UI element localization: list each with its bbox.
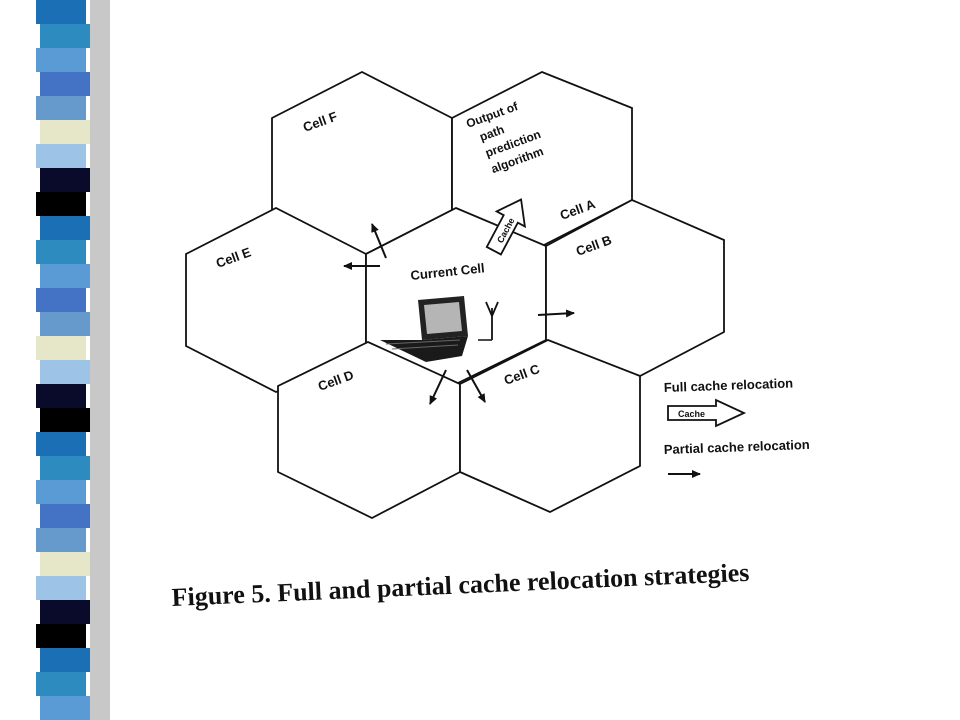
laptop-icon	[380, 296, 468, 362]
strip-block	[40, 24, 90, 48]
strip-block	[40, 648, 90, 672]
strip-block	[36, 528, 86, 552]
legend-full-arrow-label: Cache	[678, 409, 705, 419]
strip-block	[40, 312, 90, 336]
partial-arrow-to-cell-f	[371, 223, 387, 259]
strip-block	[40, 264, 90, 288]
full-cache-arrow: Cache	[485, 198, 527, 256]
antenna-icon	[478, 301, 499, 341]
strip-block	[36, 0, 86, 24]
partial-arrow-to-cell-c	[466, 369, 486, 403]
strip-block	[36, 624, 86, 648]
strip-block	[36, 432, 86, 456]
strip-block	[40, 456, 90, 480]
strip-block	[36, 288, 86, 312]
strip-block	[36, 336, 86, 360]
strip-block	[40, 696, 90, 720]
strip-block	[40, 408, 90, 432]
strip-block	[36, 576, 86, 600]
strip-block	[40, 504, 90, 528]
partial-arrow-to-cell-d	[429, 369, 447, 405]
strip-block	[40, 216, 90, 240]
strip-block	[40, 72, 90, 96]
strip-block	[36, 480, 86, 504]
legend: Full cache relocation Cache Partial cach…	[664, 375, 810, 478]
strip-block	[36, 144, 86, 168]
strip-block	[40, 552, 90, 576]
strip-block	[36, 192, 86, 216]
figure-caption: Figure 5. Full and partial cache relocat…	[171, 558, 750, 612]
strip-block	[40, 360, 90, 384]
strip-block	[36, 240, 86, 264]
hex-cell-c	[459, 339, 641, 513]
partial-arrow-to-cell-b	[537, 309, 575, 318]
strip-block	[36, 672, 86, 696]
strip-block	[36, 96, 86, 120]
strip-block	[40, 120, 90, 144]
decorative-color-strip	[36, 0, 110, 720]
legend-full-arrow: Cache	[667, 398, 747, 428]
strip-block	[40, 600, 90, 624]
legend-partial-label: Partial cache relocation	[664, 437, 810, 457]
strip-block	[40, 168, 90, 192]
legend-full-label: Full cache relocation	[664, 375, 794, 395]
strip-block	[36, 384, 86, 408]
strip-block	[36, 48, 86, 72]
